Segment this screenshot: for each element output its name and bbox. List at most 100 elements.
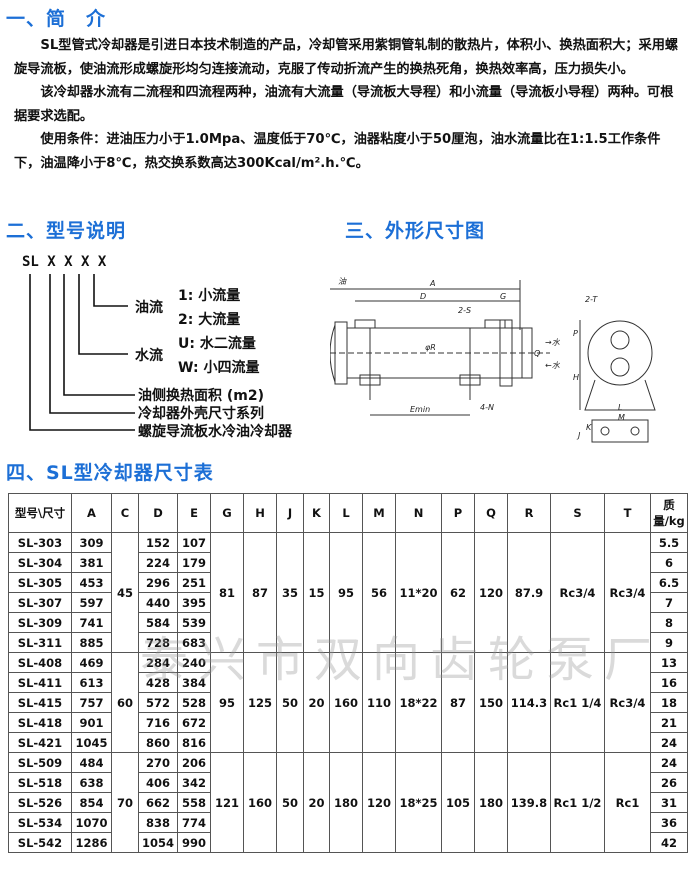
- intro-paragraph: 使用条件：进油压力小于1.0Mpa、温度低于70℃，油器粘度小于50厘泡，油水流…: [14, 132, 661, 171]
- dim-j: J: [576, 431, 581, 440]
- outline-drawing: 油 A D G 2-S φR Q →水 ←水 Emin 4-N 2-T P H …: [330, 277, 656, 443]
- cell-e: 558: [177, 792, 211, 813]
- column-header: P: [441, 493, 475, 533]
- cell-mass: 24: [650, 752, 688, 773]
- dim-m: M: [618, 413, 625, 422]
- cell-e: 342: [177, 772, 211, 793]
- oil-flow-option: 2: 大流量: [178, 311, 240, 328]
- cell-l: 160: [329, 652, 363, 753]
- cell-d: 1054: [138, 832, 178, 853]
- cell-m: 110: [362, 652, 396, 753]
- cell-a: 381: [71, 552, 112, 573]
- cell-model: SL-526: [8, 792, 72, 813]
- dim-g: G: [500, 292, 506, 301]
- oil-flow-option: 1: 小流量: [178, 287, 240, 304]
- cell-d: 572: [138, 692, 178, 713]
- water-flow-option: W: 小四流量: [178, 359, 259, 376]
- cell-d: 270: [138, 752, 178, 773]
- cell-t: Rc3/4: [604, 652, 651, 753]
- cell-mass: 24: [650, 732, 688, 753]
- dim-2s: 2-S: [458, 306, 471, 315]
- cell-e: 179: [177, 552, 211, 573]
- cell-p: 87: [441, 652, 475, 753]
- cell-s: Rc1 1/4: [550, 652, 605, 753]
- cell-j: 50: [276, 652, 304, 753]
- cell-r: 87.9: [507, 532, 551, 653]
- column-header: L: [329, 493, 363, 533]
- dim-h: H: [573, 373, 579, 382]
- cell-d: 716: [138, 712, 178, 733]
- cell-g: 81: [210, 532, 244, 653]
- column-header: T: [604, 493, 651, 533]
- cell-q: 120: [474, 532, 508, 653]
- cell-l: 180: [329, 752, 363, 853]
- cell-a: 597: [71, 592, 112, 613]
- cell-a: 638: [71, 772, 112, 793]
- cell-a: 453: [71, 572, 112, 593]
- cell-k: 20: [303, 652, 330, 753]
- cell-mass: 9: [650, 632, 688, 653]
- cell-q: 180: [474, 752, 508, 853]
- cell-a: 484: [71, 752, 112, 773]
- cell-r: 139.8: [507, 752, 551, 853]
- cell-mass: 6.5: [650, 572, 688, 593]
- dim-p: P: [573, 329, 578, 338]
- cell-d: 440: [138, 592, 178, 613]
- column-header: G: [210, 493, 244, 533]
- cell-mass: 7: [650, 592, 688, 613]
- cell-e: 539: [177, 612, 211, 633]
- cell-e: 990: [177, 832, 211, 853]
- cell-k: 15: [303, 532, 330, 653]
- cell-a: 1070: [71, 812, 112, 833]
- cell-e: 683: [177, 632, 211, 653]
- cell-d: 428: [138, 672, 178, 693]
- cell-model: SL-509: [8, 752, 72, 773]
- column-header: C: [111, 493, 139, 533]
- cell-g: 121: [210, 752, 244, 853]
- column-header: Q: [474, 493, 508, 533]
- water-out-label: →水: [545, 338, 561, 347]
- cell-r: 114.3: [507, 652, 551, 753]
- dim-l: L: [618, 403, 622, 412]
- dim-d: D: [420, 292, 426, 301]
- cell-h: 160: [243, 752, 277, 853]
- cell-p: 62: [441, 532, 475, 653]
- column-header: S: [550, 493, 605, 533]
- cell-mass: 42: [650, 832, 688, 853]
- type-label: 螺旋导流板水冷油冷却器: [138, 423, 293, 440]
- cell-c: 45: [111, 532, 139, 653]
- cell-j: 35: [276, 532, 304, 653]
- cell-model: SL-411: [8, 672, 72, 693]
- column-header: H: [243, 493, 277, 533]
- cell-m: 120: [362, 752, 396, 853]
- cell-a: 901: [71, 712, 112, 733]
- section-title-table: 四、SL型冷却器尺寸表: [6, 462, 214, 484]
- cell-d: 152: [138, 532, 178, 553]
- cell-d: 224: [138, 552, 178, 573]
- cell-e: 774: [177, 812, 211, 833]
- cell-mass: 8: [650, 612, 688, 633]
- cell-q: 150: [474, 652, 508, 753]
- cell-a: 1045: [71, 732, 112, 753]
- cell-c: 60: [111, 652, 139, 753]
- dim-4n: 4-N: [480, 403, 494, 412]
- cell-e: 107: [177, 532, 211, 553]
- cell-model: SL-304: [8, 552, 72, 573]
- water-flow-option: U: 水二流量: [178, 335, 256, 352]
- model-code-diagram: SL X X X X 油流 1: 小流量 2: 大流量 水流 U: 水二流量 W…: [22, 254, 293, 440]
- cell-e: 206: [177, 752, 211, 773]
- cell-k: 20: [303, 752, 330, 853]
- dim-e: Emin: [410, 405, 430, 414]
- column-header: 型号\尺寸: [8, 493, 72, 533]
- dim-a: A: [429, 279, 435, 288]
- cell-model: SL-534: [8, 812, 72, 833]
- cell-s: Rc3/4: [550, 532, 605, 653]
- cell-d: 406: [138, 772, 178, 793]
- cell-m: 56: [362, 532, 396, 653]
- cell-mass: 16: [650, 672, 688, 693]
